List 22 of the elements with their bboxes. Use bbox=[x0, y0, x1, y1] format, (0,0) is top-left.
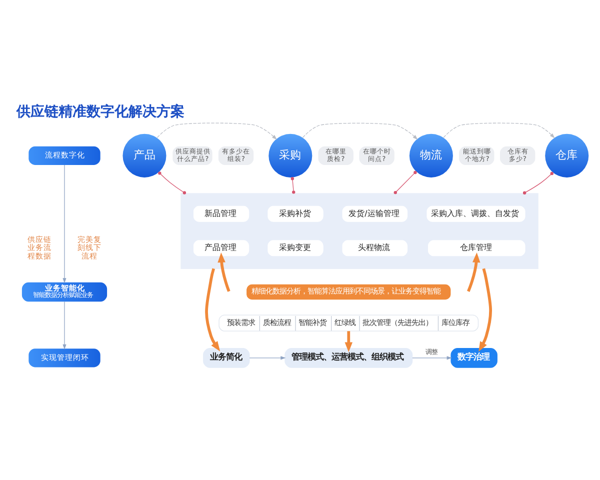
node-box: 业务简化 bbox=[203, 348, 250, 368]
diagram-title: 供应链精准数字化解决方案 bbox=[16, 104, 184, 120]
arrow bbox=[466, 252, 480, 292]
connector bbox=[290, 177, 296, 194]
connector bbox=[522, 172, 554, 194]
arrow bbox=[249, 356, 286, 360]
arrow bbox=[443, 122, 555, 138]
connector bbox=[394, 170, 417, 194]
arrow bbox=[205, 268, 220, 352]
arrow bbox=[62, 164, 66, 284]
arrow bbox=[218, 252, 230, 292]
arrow bbox=[412, 356, 452, 360]
arrow bbox=[156, 122, 278, 140]
node-circle: 产品 bbox=[122, 134, 166, 178]
node-box: 管理模式、运营模式、组织模式 bbox=[284, 348, 413, 368]
arrow bbox=[478, 268, 492, 352]
cluster bbox=[180, 193, 538, 269]
node-box: 数字治理 bbox=[450, 348, 498, 368]
connector bbox=[158, 172, 186, 194]
arrow bbox=[62, 301, 66, 350]
arrow bbox=[344, 331, 353, 352]
arrow bbox=[302, 122, 418, 140]
